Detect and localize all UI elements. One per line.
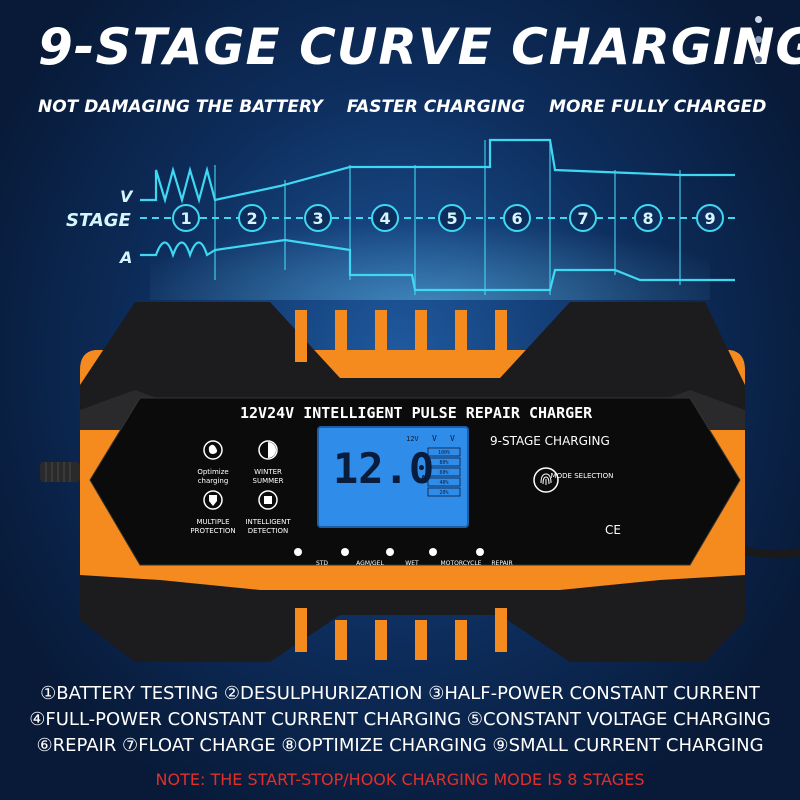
stage-number: 8	[642, 209, 653, 228]
charger-device: 12V24V INTELLIGENT PULSE REPAIR CHARGER …	[40, 302, 800, 662]
fingerprint-icon	[540, 473, 552, 485]
ce-mark: CE	[605, 523, 621, 537]
legend-line: ④FULL-POWER CONSTANT CURRENT CHARGING ⑤C…	[29, 709, 771, 730]
feature-panel: Optimize charging WINTER SUMMER MULTIPLE…	[190, 440, 291, 535]
mode-selection-button[interactable]: MODE SELECTION	[533, 467, 614, 493]
stage-legend: ①BATTERY TESTING ②DESULPHURIZATION ③HALF…	[0, 681, 800, 759]
current-axis-label: A	[118, 248, 132, 267]
mode-indicator-label: STD	[316, 560, 328, 567]
shield-icon	[203, 490, 223, 510]
stage-dividers	[214, 140, 681, 295]
stage-number: 3	[312, 209, 323, 228]
legend-line: ⑥REPAIR ⑦FLOAT CHARGE ⑧OPTIMIZE CHARGING…	[36, 735, 764, 756]
lcd-display: 12.0 A 12V V V 100% 80% 60% 40% 20%	[317, 426, 469, 528]
half-moon-icon	[258, 440, 278, 460]
feature-tagline: NOT DAMAGING THE BATTERY FASTER CHARGING…	[38, 97, 784, 117]
stage-axis-label: STAGE	[66, 210, 132, 231]
level-label: 80%	[439, 460, 448, 466]
battery-mode-indicators: STD AGM/GEL WET MOTORCYCLE REPAIR	[294, 548, 513, 567]
stage-markers: 1 2 3 4 5 6 7 8 9	[172, 204, 724, 232]
mode-indicator-label: AGM/GEL	[356, 560, 384, 567]
battery-level-bars: 100% 80% 60% 40% 20%	[427, 447, 461, 497]
level-label: 60%	[439, 470, 448, 476]
feature-label: INTELLIGENT	[245, 518, 291, 526]
fan-icon	[203, 440, 223, 460]
stage-number: 4	[379, 209, 390, 228]
pagination-dots[interactable]	[755, 16, 762, 76]
mode-selection-label: MODE SELECTION	[551, 472, 614, 480]
level-label: 40%	[439, 480, 448, 486]
volt-indicator: V	[432, 434, 437, 443]
feature-label: DETECTION	[248, 527, 289, 535]
voltage-axis-label: V	[120, 187, 134, 206]
stage-number: 9	[704, 209, 715, 228]
feature-label: SUMMER	[253, 477, 284, 485]
stage-number: 5	[446, 209, 457, 228]
volt-indicator: V	[450, 434, 455, 443]
current-curve	[140, 238, 735, 292]
feature-item: FASTER CHARGING	[346, 97, 526, 117]
device-name: 12V24V INTELLIGENT PULSE REPAIR CHARGER	[240, 404, 593, 422]
mode-label: 9-STAGE CHARGING	[490, 434, 610, 448]
current-readout: 12.0	[333, 444, 434, 493]
mode-indicator-label: REPAIR	[491, 560, 512, 567]
mode-indicator-label: WET	[405, 560, 419, 567]
stage-number: 2	[246, 209, 257, 228]
feature-label: Optimize	[197, 468, 228, 476]
charging-curve-diagram: V STAGE A 1 2 3 4 5 6 7 8 9	[66, 138, 735, 300]
mode-note: NOTE: THE START-STOP/HOOK CHARGING MODE …	[155, 770, 645, 789]
stage-number: 7	[577, 209, 588, 228]
chip-icon	[258, 490, 278, 510]
page-title: 9-STAGE CURVE CHARGING	[38, 18, 800, 76]
mode-indicator-label: MOTORCYCLE	[441, 560, 482, 567]
level-label: 100%	[438, 450, 450, 456]
stage-number: 1	[180, 209, 191, 228]
feature-item: MORE FULLY CHARGED	[549, 97, 767, 117]
level-label: 20%	[439, 490, 448, 496]
current-unit: A	[420, 473, 427, 486]
legend-line: ①BATTERY TESTING ②DESULPHURIZATION ③HALF…	[40, 683, 760, 704]
feature-label: MULTIPLE	[197, 518, 230, 526]
stage-number: 6	[511, 209, 522, 228]
feature-label: charging	[198, 477, 229, 485]
voltage-readout: 12V	[406, 435, 419, 443]
feature-label: WINTER	[254, 468, 282, 476]
feature-item: NOT DAMAGING THE BATTERY	[38, 97, 323, 117]
feature-label: PROTECTION	[190, 527, 235, 535]
left-cable	[40, 462, 80, 482]
